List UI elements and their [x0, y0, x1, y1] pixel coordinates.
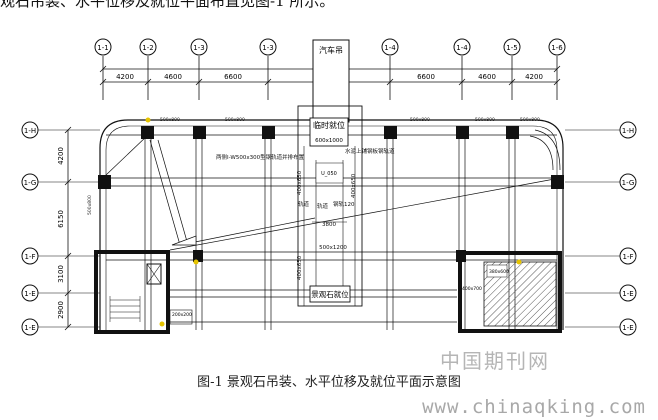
beam-size-label: 500x800 — [410, 117, 430, 123]
beam-mark-label: U_050 — [321, 171, 337, 177]
final-place-box — [309, 285, 351, 303]
right-core-wall — [458, 251, 562, 333]
rail-size-label: 钢轨120 — [333, 200, 355, 208]
dimension-label: 3800 — [322, 222, 336, 228]
temp-place-box — [309, 117, 349, 147]
axis-label: 1-H — [24, 127, 36, 135]
axis-bubble-top: 1-4 — [453, 38, 471, 100]
steel-plate-note-label: 水泥上铺钢板钢轨道 — [345, 147, 395, 155]
axis-markers-left: 1-H 1-G 1-F 1-E 1-E — [21, 121, 100, 336]
axis-markers-right: 1-H 1-G 1-F 1-E 1-E — [565, 121, 637, 336]
size-label: 400x650 — [351, 173, 357, 198]
axis-bubble-top: 1-3 — [259, 38, 277, 100]
axis-bubble-top: 1-3 — [190, 38, 208, 100]
axis-label: 1-E — [24, 324, 35, 332]
axis-label: 1-H — [622, 127, 634, 135]
track-lines — [105, 129, 561, 251]
axis-label: 1-4 — [384, 44, 396, 52]
dimension-label: 6150 — [57, 210, 65, 228]
axis-label: 1-3 — [193, 44, 204, 52]
final-place-label: 景观石就位 — [311, 289, 349, 299]
axis-label: 1-E — [622, 290, 633, 298]
axis-label: 1-3 — [262, 44, 273, 52]
axis-label: 1-G — [622, 179, 635, 187]
dimension-label: 4200 — [525, 73, 543, 81]
axis-bubble-top: 1-1 — [94, 38, 112, 100]
temp-place-label: 临时就位 — [313, 120, 345, 130]
dimension-left — [64, 126, 72, 331]
axis-bubble-top: 1-5 — [503, 38, 521, 100]
watermark-chinese: 中国期刊网 — [440, 349, 550, 373]
axis-label: 1-F — [24, 253, 35, 261]
axis-bubble-top: 1-6 — [548, 38, 566, 100]
dimension-label: 4200 — [116, 73, 134, 81]
axis-label: 1-F — [622, 253, 633, 261]
dimension-label: 4600 — [478, 73, 496, 81]
dimension-label: 3100 — [57, 265, 65, 283]
beam-size-label: 500x800 — [520, 117, 540, 123]
beam-size-label: 500x800 — [475, 117, 495, 123]
dimension-label: 6600 — [224, 73, 242, 81]
central-track-zone — [297, 105, 363, 307]
crane-outline — [312, 39, 350, 123]
dimension-label: 4600 — [164, 73, 182, 81]
rail-label: 轨道 — [298, 200, 310, 208]
size-label: 600x1000 — [315, 138, 343, 144]
size-label: 380x600 — [489, 269, 509, 275]
watermark-url: www.chinaqking.com — [422, 396, 646, 418]
axis-label: 1-5 — [506, 44, 517, 52]
left-core-wall — [94, 250, 170, 334]
crane-label: 汽车吊 — [319, 45, 343, 55]
point-markers — [145, 117, 522, 327]
axis-label: 1-E — [622, 324, 633, 332]
axis-label: 1-4 — [456, 44, 468, 52]
size-label: 200x200 — [172, 312, 192, 318]
axis-label: 1-2 — [142, 44, 153, 52]
figure-caption: 图-1 景观石吊装、水平位移及就位平面示意图 — [197, 375, 461, 390]
axis-label: 1-E — [24, 290, 35, 298]
dimension-label: 2900 — [57, 301, 65, 319]
intro-text-fragment: 观石吊装、水平位移及就位平面布置见图-1 所示。 — [0, 0, 335, 10]
axis-label: 1-1 — [97, 44, 108, 52]
size-label: 400x650 — [297, 255, 303, 280]
dimension-label: 4200 — [57, 147, 65, 165]
size-label: 400x700 — [462, 286, 482, 292]
axis-label: 1-G — [24, 179, 37, 187]
axis-markers-top: 1-1 1-2 1-3 1-3 1-4 1-4 1-5 1-6 — [94, 38, 566, 100]
rail-label: 轨道 — [317, 202, 329, 210]
beam-size-label: 500x800 — [160, 117, 180, 123]
beam-size-label: 500x800 — [225, 117, 245, 123]
size-label: 400x650 — [297, 170, 303, 195]
axis-bubble-top: 1-2 — [139, 38, 157, 100]
axis-label: 1-6 — [551, 44, 563, 52]
dimension-label: 6600 — [417, 73, 435, 81]
floor-plan-drawing: 1-1 1-2 1-3 1-3 1-4 1-4 1-5 1-6 42000 42… — [21, 38, 637, 336]
size-label: 500x1200 — [319, 245, 347, 251]
beam-size-label: 500x800 — [87, 195, 93, 215]
axis-bubble-top: 1-4 — [381, 38, 399, 100]
track-note-label: 两侧I-W500x300型钢轨道并排布置 — [216, 153, 305, 161]
